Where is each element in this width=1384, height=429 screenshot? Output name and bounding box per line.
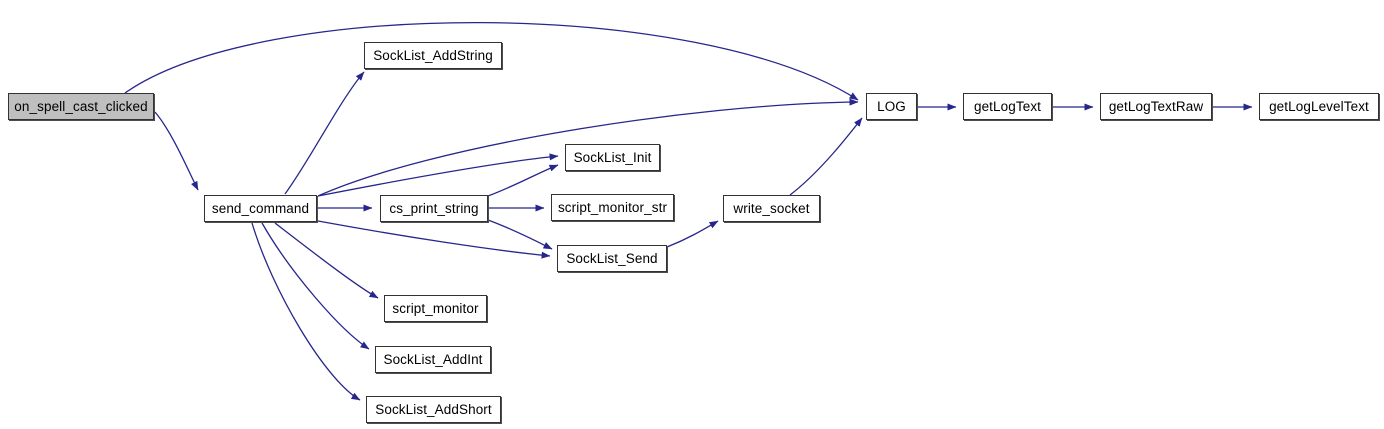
graph-node-SockList_AddShort[interactable]: SockList_AddShort xyxy=(366,396,501,423)
call-edge-cs_print_string-to-SockList_Init xyxy=(487,164,559,197)
graph-node-cs_print_string[interactable]: cs_print_string xyxy=(380,195,488,222)
call-edge-send_command-to-SockList_Send xyxy=(317,220,551,259)
graph-node-SockList_Send[interactable]: SockList_Send xyxy=(557,245,667,272)
node-label-on_spell_cast_clicked: on_spell_cast_clicked xyxy=(14,98,148,114)
call-edge-send_command-to-script_monitor xyxy=(274,222,379,299)
graph-node-script_monitor_str[interactable]: script_monitor_str xyxy=(551,194,674,221)
call-edge-SockList_Send-to-write_socket xyxy=(666,220,719,248)
node-label-script_monitor: script_monitor xyxy=(392,300,479,316)
call-edge-on_spell_cast_clicked-to-send_command xyxy=(154,111,199,191)
graph-node-on_spell_cast_clicked[interactable]: on_spell_cast_clicked xyxy=(8,93,154,120)
graph-node-write_socket[interactable]: write_socket xyxy=(723,195,820,222)
graph-node-getLogLevelText[interactable]: getLogLevelText xyxy=(1259,93,1379,120)
node-label-getLogLevelText: getLogLevelText xyxy=(1269,98,1369,114)
graph-node-script_monitor[interactable]: script_monitor xyxy=(384,295,487,322)
call-edge-cs_print_string-to-SockList_Send xyxy=(487,219,553,250)
node-label-write_socket: write_socket xyxy=(733,200,810,216)
graph-node-getLogTextRaw[interactable]: getLogTextRaw xyxy=(1100,93,1212,120)
node-label-script_monitor_str: script_monitor_str xyxy=(557,199,668,215)
node-label-send_command: send_command xyxy=(211,200,310,216)
node-label-SockList_AddShort: SockList_AddShort xyxy=(375,401,492,417)
graph-node-SockList_AddString[interactable]: SockList_AddString xyxy=(364,42,502,69)
node-label-SockList_AddInt: SockList_AddInt xyxy=(383,351,483,367)
node-label-getLogText: getLogText xyxy=(973,98,1042,114)
call-edge-send_command-to-SockList_AddInt xyxy=(261,222,370,350)
node-label-SockList_AddString: SockList_AddString xyxy=(373,47,493,63)
node-label-getLogTextRaw: getLogTextRaw xyxy=(1108,98,1204,114)
graph-node-send_command[interactable]: send_command xyxy=(204,195,317,222)
node-label-LOG: LOG xyxy=(877,98,906,114)
call-edge-send_command-to-SockList_Init xyxy=(317,153,559,197)
node-label-cs_print_string: cs_print_string xyxy=(389,200,479,216)
call-edge-send_command-to-SockList_AddString xyxy=(284,71,365,195)
node-label-SockList_Init: SockList_Init xyxy=(573,149,652,165)
call-edge-send_command-to-SockList_AddShort xyxy=(251,222,361,401)
graph-node-SockList_AddInt[interactable]: SockList_AddInt xyxy=(375,346,491,373)
graph-node-SockList_Init[interactable]: SockList_Init xyxy=(565,144,660,171)
call-edge-write_socket-to-LOG xyxy=(789,117,863,196)
graph-node-LOG[interactable]: LOG xyxy=(866,93,917,120)
graph-node-getLogText[interactable]: getLogText xyxy=(963,93,1052,120)
node-label-SockList_Send: SockList_Send xyxy=(566,250,658,266)
